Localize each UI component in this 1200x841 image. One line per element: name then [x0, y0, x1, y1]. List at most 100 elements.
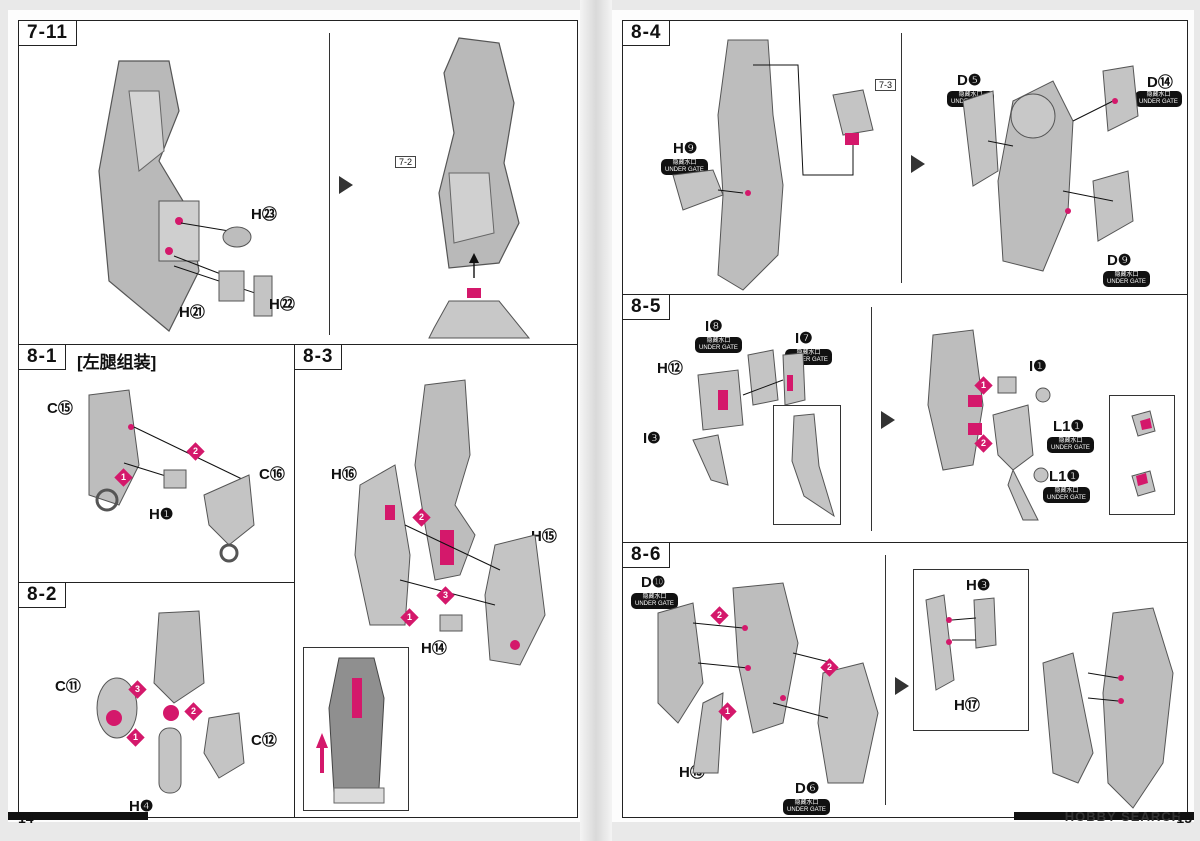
part-label: I❸	[643, 430, 661, 447]
lower-leg-illustration	[354, 379, 546, 666]
reference-tag: 7-2	[395, 156, 417, 168]
part-label: D❿	[641, 574, 666, 591]
part-label: H⑫	[657, 360, 683, 377]
step-number: 8-1	[19, 345, 67, 370]
page-number: 14	[18, 810, 34, 826]
gate-en: UNDER GATE	[699, 345, 738, 351]
step-number: 7-11	[19, 21, 77, 46]
part-label: I❶	[1029, 358, 1047, 375]
reference-tag: 7-3	[875, 79, 897, 91]
gate-cn: 隐藏水口	[796, 350, 821, 356]
hip-part-illustration	[88, 389, 255, 563]
gate-cn: 隐藏水口	[642, 594, 667, 600]
next-arrow-icon	[339, 176, 353, 194]
part-label: H㉓	[251, 206, 277, 223]
next-arrow-icon	[881, 411, 895, 429]
part-label: H❸	[966, 577, 991, 594]
watermark: HOBBY SEARCH	[1064, 809, 1182, 824]
gate-cn: 隐藏水口	[672, 160, 697, 166]
gate-en: UNDER GATE	[789, 357, 828, 363]
part-label: L1❶	[1053, 418, 1084, 435]
footer-bar	[1014, 812, 1194, 820]
next-arrow-icon	[895, 677, 909, 695]
gate-en: UNDER GATE	[1047, 495, 1086, 501]
gate-en: UNDER GATE	[665, 167, 704, 173]
next-arrow-icon	[911, 155, 925, 173]
part-label: H⑭	[421, 640, 447, 657]
gate-cn: 隐藏水口	[958, 92, 983, 98]
step-divider	[885, 555, 886, 805]
detail-inset	[773, 405, 841, 525]
step-number: 8-2	[19, 583, 67, 608]
step-divider	[871, 307, 872, 531]
part-label: C⑪	[55, 678, 81, 695]
knee-part-illustration	[96, 610, 245, 794]
gate-cn: 隐藏水口	[794, 800, 819, 806]
section-title: [左腿组装]	[77, 353, 157, 372]
ankle-parts-illustration	[692, 349, 806, 486]
left-page: 7-11 H㉓ H㉑ H㉒ 7-2 8-1	[8, 10, 580, 826]
gate-en: UNDER GATE	[1139, 99, 1178, 105]
part-label: H㉒	[269, 296, 295, 313]
part-label: D⑭	[1147, 74, 1173, 91]
step-divider	[329, 33, 330, 335]
detail-inset: H❸ H⑰	[913, 569, 1029, 731]
inset-illustration	[1131, 410, 1156, 497]
inset-illustration	[791, 413, 835, 518]
part-label: H⑰	[954, 697, 980, 714]
gate-en: UNDER GATE	[635, 601, 674, 607]
step-8-2-panel: 8-2 C⑪ C⑫ H❹ 1 2 3	[18, 582, 298, 818]
step-7-11-panel: 7-11 H㉓ H㉑ H㉒ 7-2	[18, 20, 578, 348]
part-label: H❾	[673, 140, 698, 157]
part-label: I❽	[705, 318, 723, 335]
part-label: D❻	[795, 780, 820, 797]
leg-part-illustration	[98, 60, 273, 332]
part-label: H❶	[149, 506, 174, 523]
part-label: C⑫	[251, 732, 277, 749]
step-8-1-panel: 8-1 [左腿组装] C⑮ C⑯ H❶ 1 2	[18, 344, 298, 586]
ankle-assembly-illustration	[927, 329, 1051, 521]
part-label: D❾	[1107, 252, 1132, 269]
part-label: H㉑	[179, 304, 205, 321]
part-label: H⑯	[331, 466, 357, 483]
part-label: H⑮	[531, 528, 557, 545]
gate-cn: 隐藏水口	[1146, 92, 1171, 98]
part-label: H❹	[129, 798, 154, 815]
part-label: D❺	[957, 72, 982, 89]
gate-cn: 隐藏水口	[1114, 272, 1139, 278]
detail-inset	[303, 647, 409, 811]
book-spine	[580, 0, 612, 841]
inset-illustration	[316, 657, 385, 804]
page-number: 15	[1176, 810, 1192, 826]
step-number: 8-5	[623, 295, 671, 320]
part-label: I❼	[795, 330, 813, 347]
gate-en: UNDER GATE	[1051, 445, 1090, 451]
foot-assembled-illustration	[1042, 607, 1174, 809]
gate-cn: 隐藏水口	[1054, 488, 1079, 494]
gate-en: UNDER GATE	[1107, 279, 1146, 285]
part-label: L1❶	[1049, 468, 1080, 485]
step-number: 8-4	[623, 21, 671, 46]
gate-en: UNDER GATE	[787, 807, 826, 813]
footer-bar	[8, 812, 148, 820]
foot-armor-illustration	[657, 582, 879, 784]
step-number: 8-6	[623, 543, 671, 568]
part-label: C⑯	[259, 466, 285, 483]
detail-inset	[1109, 395, 1175, 515]
leg-assembled-illustration	[428, 37, 531, 339]
step-8-3-panel: 8-3 H⑯ H⑮ H⑭ 1 2 3	[294, 344, 578, 818]
inset-illustration	[925, 594, 997, 691]
gate-cn: 隐藏水口	[1058, 438, 1083, 444]
shin-illustration	[672, 39, 874, 291]
